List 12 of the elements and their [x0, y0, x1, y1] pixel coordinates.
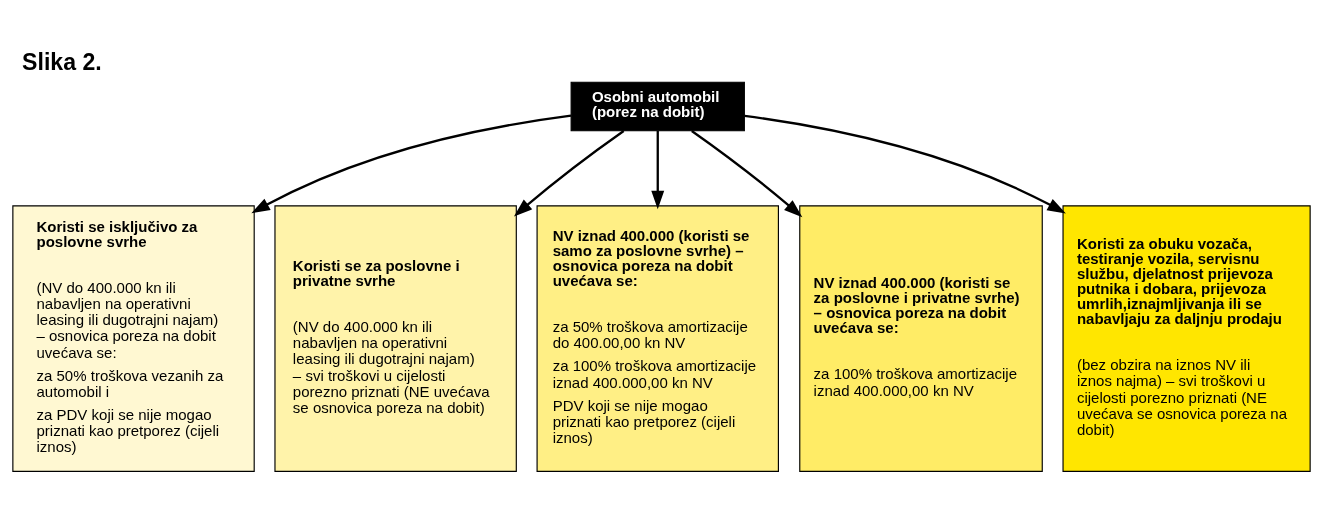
node-box: NV iznad 400.000 (koristi se samo za poslovne svrhe) – osnovica poreza na dobit uvećava se: za 50% troškova amortizacije do 400.00,00 kn NV za 100% troškova amortizacije iznad 400.000,00 kn NV PDV koji se nije mogao priznati kao pretporez (cijeli iznos)	[536, 204, 779, 472]
node-box: Osobni automobil (porez na dobit)	[570, 81, 745, 131]
arrow	[691, 129, 803, 217]
node-box: Koristi se isključivo za poslovne svrhe (NV do 400.000 kn ili nabavljen na operativni leasing ili dugotrajni najam) – osnovica poreza na dobit uvećava se: za 50% troškova vezanih za automobil i za PDV koji se nije mogao priznati kao pretporez (cijeli iznos)	[12, 204, 255, 472]
node-box: Koristi za obuku vozača, testiranje vozila, servisnu službu, djelatnost prijevoza putnika i dobara, prijevoza umrlih,iznajmljivanja ili se nabavljaju za daljnju prodaju (bez obzira na iznos NV ili iznos najma) – svi troškovi u cijelosti porezno priznati (NE uvećava se osnovica poreza na dobit)	[1062, 204, 1311, 472]
node-box: Koristi se za poslovne i privatne svrhe (NV do 400.000 kn ili nabavljen na operativni leasing ili dugotrajni najam) – svi troškovi u cijelosti porezno priznati (NE uvećava se osnovica poreza na dobit)	[274, 204, 517, 472]
diagram-title: Slika 2.	[22, 48, 102, 75]
arrow	[513, 129, 625, 216]
node-box: NV iznad 400.000 (koristi se za poslovne i privatne svrhe) – osnovica poreza na dobit uvećava se: za 100% troškova amortizacije iznad 400.000,00 kn NV	[799, 204, 1043, 472]
arrow	[251, 114, 572, 213]
arrow	[744, 114, 1066, 214]
arrow	[651, 130, 665, 209]
